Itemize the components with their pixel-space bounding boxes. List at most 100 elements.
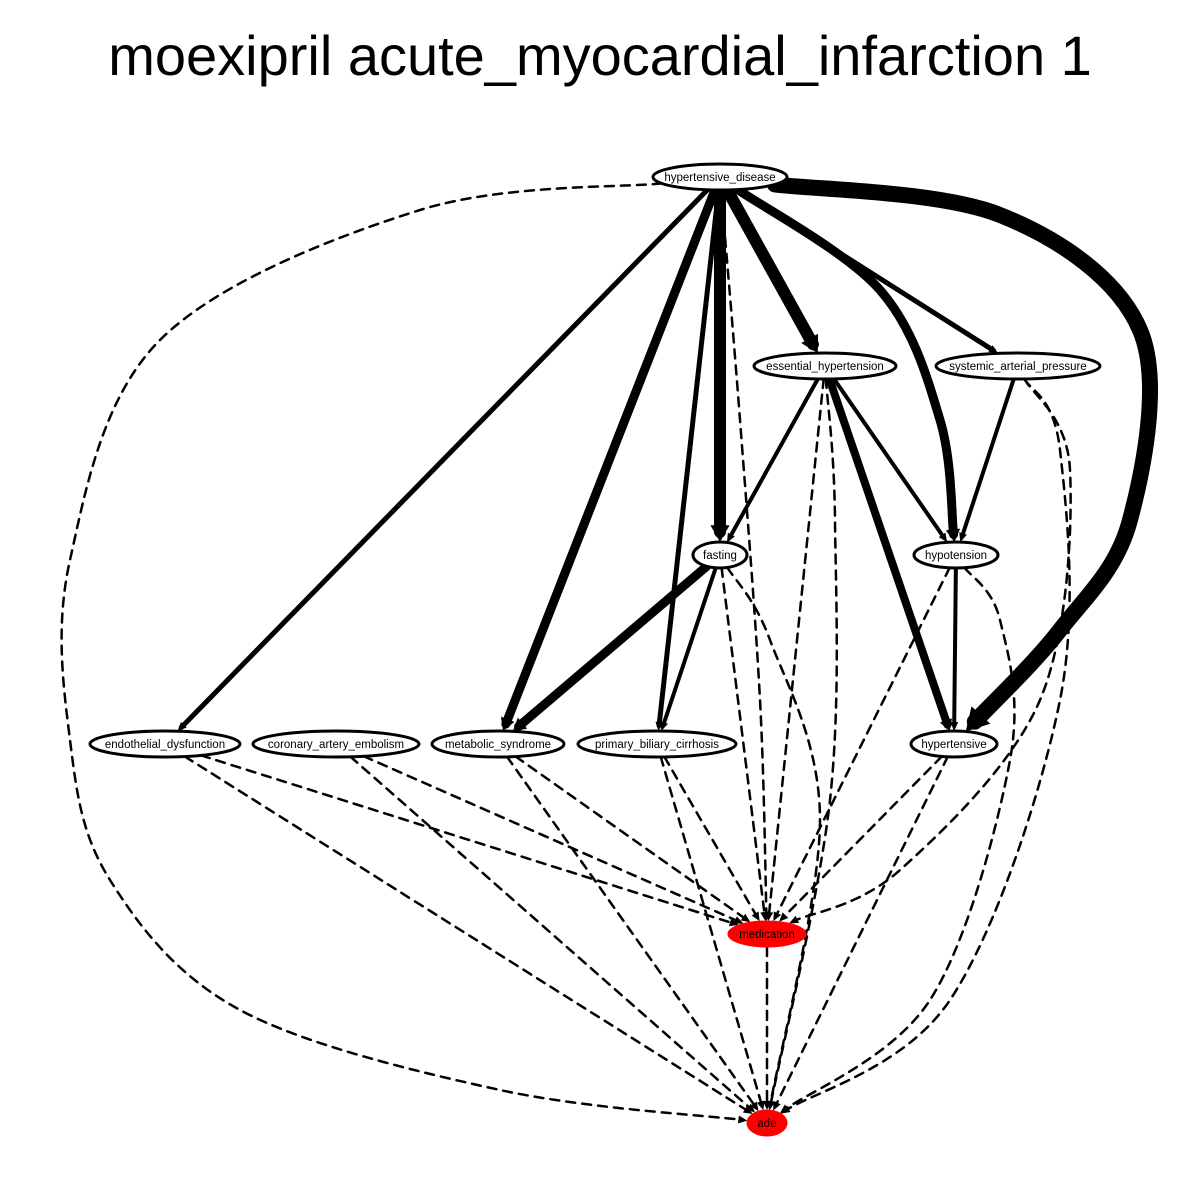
edge-primary-biliary-cirrhosis-to-ade (659, 755, 765, 1111)
arrowhead (710, 525, 730, 542)
node-ellipse (746, 1109, 788, 1137)
edge-line (178, 187, 710, 730)
edge-hypertensive-disease-to-essential-hypertension (721, 183, 819, 354)
edge-line (514, 755, 748, 921)
node-label: coronary_artery_embolism (268, 739, 404, 751)
nodes-layer: hypertensive_disease essential_hypertensi… (88, 162, 1102, 1137)
node-label: essential_hypertension (766, 361, 884, 373)
arrowhead (773, 911, 781, 922)
edge-essential-hypertension-to-hypotension (831, 376, 948, 543)
arrowhead (177, 721, 187, 732)
node-ellipse (88, 729, 242, 759)
edge-line (659, 755, 764, 1107)
arrowhead (740, 913, 751, 923)
edge-hypotension-to-hypertensive (950, 566, 959, 732)
edge-hypertensive-disease-to-metabolic-syndrome (500, 185, 720, 732)
edges-layer (60, 176, 1158, 1124)
node-label: ade (757, 1118, 776, 1130)
arrowhead (801, 333, 819, 354)
edge-coronary-artery-embolism-to-ade (349, 755, 756, 1113)
edge-line (362, 755, 740, 923)
node-ellipse (251, 729, 421, 759)
arrowhead (938, 532, 948, 543)
edge-coronary-artery-embolism-to-medication (362, 755, 744, 924)
arrowhead (945, 528, 961, 543)
edge-line (719, 188, 768, 917)
arrowhead (779, 912, 789, 922)
node-label: systemic_arterial_pressure (949, 361, 1086, 373)
edge-line (720, 566, 766, 917)
edge-line (774, 755, 949, 1108)
node-hypertensive-disease: hypertensive_disease (651, 162, 789, 192)
arrowhead (750, 1101, 759, 1112)
edge-endothelial-dysfunction-to-medication (199, 754, 739, 927)
arrowhead (760, 911, 769, 922)
node-ellipse (651, 162, 789, 192)
node-coronary-artery-embolism: coronary_artery_embolism (251, 729, 421, 759)
edge-line (769, 377, 839, 1107)
edge-medication-to-ade (763, 945, 771, 1110)
diagram-title: moexipril acute_myocardial_infarction 1 (108, 24, 1092, 87)
arrowhead (728, 918, 739, 927)
edge-fasting-to-primary-biliary-cirrhosis (660, 565, 718, 732)
node-hypertensive: hypertensive (909, 729, 999, 759)
node-label: metabolic_syndrome (445, 739, 551, 751)
node-hypotension: hypotension (912, 540, 1000, 570)
edge-hypertensive-disease-to-hypertensive (766, 176, 1158, 732)
edge-line (505, 755, 757, 1109)
arrowhead (745, 1103, 756, 1113)
node-ellipse (912, 540, 1000, 570)
arrowhead (512, 717, 528, 732)
edge-line (727, 376, 820, 540)
node-primary-biliary-cirrhosis: primary_biliary_cirrhosis (576, 729, 738, 759)
edge-fasting-to-metabolic-syndrome (512, 561, 712, 732)
edge-hypertensive-to-ade (773, 755, 949, 1111)
arrowhead (965, 706, 991, 732)
node-essential-hypertension: essential_hypertension (752, 351, 898, 381)
edge-hypertensive-disease-to-fasting (710, 184, 730, 542)
arrowhead (773, 1100, 781, 1111)
arrowhead (950, 721, 959, 732)
edge-essential-hypertension-to-hypertensive (825, 374, 953, 732)
edge-hypertensive-to-medication (779, 755, 943, 922)
edge-line (349, 755, 753, 1111)
node-label: hypotension (925, 550, 987, 562)
edge-line (656, 187, 722, 729)
edge-hypotension-to-medication (773, 566, 951, 922)
node-ellipse (934, 351, 1102, 381)
edge-line (721, 183, 819, 351)
edge-line (959, 376, 1016, 539)
edge-line (183, 755, 750, 1113)
node-systemic-arterial-pressure: systemic_arterial_pressure (934, 351, 1102, 381)
node-ellipse (430, 729, 566, 759)
edge-line (774, 566, 951, 918)
node-label: hypertensive (921, 739, 986, 751)
node-ellipse (691, 540, 749, 570)
arrowhead (959, 532, 967, 543)
arrowhead (733, 916, 744, 924)
node-label: primary_biliary_cirrhosis (595, 739, 719, 751)
arrowhead (500, 716, 515, 732)
edge-line (781, 755, 943, 920)
edge-hypotension-to-ade (780, 566, 1016, 1114)
edge-metabolic-syndrome-to-ade (505, 755, 759, 1112)
edge-metabolic-syndrome-to-medication (514, 755, 751, 923)
edge-hypertensive-disease-to-endothelial-dysfunction (177, 187, 710, 732)
edge-line (661, 565, 718, 728)
edge-systemic-arterial-pressure-to-hypotension (959, 376, 1016, 543)
edge-line (60, 182, 744, 1122)
edge-line (737, 186, 997, 353)
edge-line (501, 185, 720, 729)
edge-systemic-arterial-pressure-to-medication (789, 377, 1072, 924)
node-label: endothelial_dysfunction (105, 739, 225, 751)
edge-line (199, 754, 735, 925)
edge-line (825, 374, 952, 729)
arrowhead (660, 721, 668, 732)
edge-essential-hypertension-to-fasting (726, 376, 820, 543)
edge-line (784, 377, 1071, 1112)
edge-line (831, 376, 947, 540)
arrowhead (763, 1101, 771, 1110)
edge-line (663, 755, 759, 918)
edge-line (952, 566, 958, 728)
